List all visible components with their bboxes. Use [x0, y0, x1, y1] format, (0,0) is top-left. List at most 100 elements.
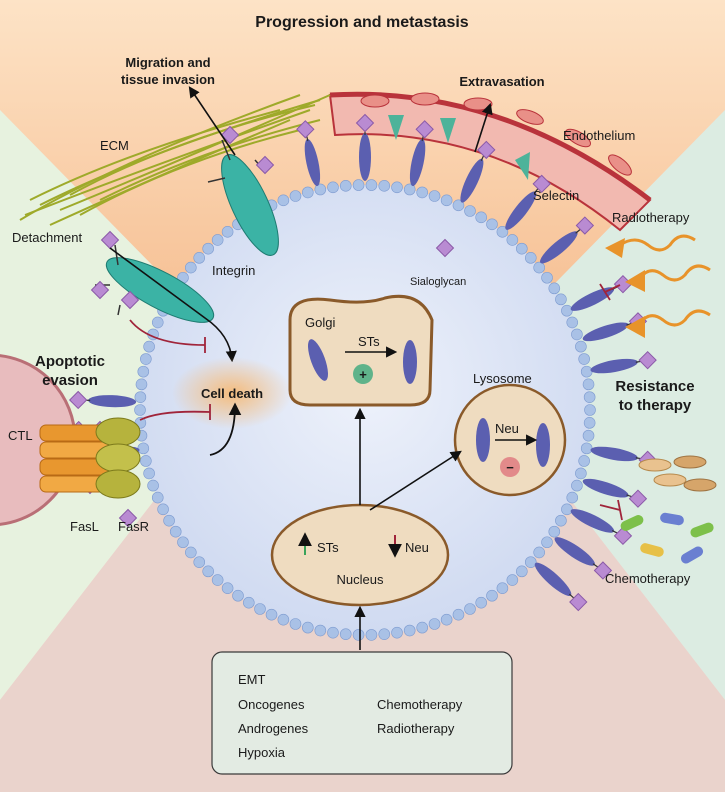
glycoprotein: [540, 231, 578, 264]
glycoprotein: [88, 395, 137, 408]
integrin-receptor: [207, 139, 279, 256]
sialic-acid-icon: [569, 592, 588, 612]
sialic-acid-icon: [100, 230, 120, 250]
membrane-bead: [464, 205, 476, 217]
membrane-bead: [555, 514, 567, 527]
selectin-shape: [440, 118, 456, 143]
membrane-bead: [277, 194, 290, 207]
sialic-acid-icon: [613, 526, 633, 546]
membrane-bead: [365, 629, 378, 641]
membrane-bead: [134, 391, 147, 403]
migration-label-2: tissue invasion: [121, 72, 215, 87]
lysosome-neu-label: Neu: [495, 421, 519, 436]
membrane-bead: [143, 467, 155, 480]
chemotherapy-pills: [620, 455, 717, 564]
membrane-bead: [289, 618, 302, 630]
sialic-acid-icon: [435, 238, 455, 258]
detachment-label: Detachment: [12, 230, 82, 245]
membrane-bead: [578, 455, 590, 467]
selectin-shape: [388, 115, 404, 140]
membrane-bead: [416, 621, 428, 634]
detachment-arrow: [109, 247, 237, 363]
membrane-bead: [548, 525, 561, 538]
pathway-arrows: [188, 86, 493, 650]
sialic-acid-icon: [120, 290, 140, 310]
fasl-label: FasL: [70, 519, 99, 534]
membrane-bead: [147, 479, 159, 492]
membrane-bead: [265, 608, 278, 621]
apoptotic-evasion-label-2: evasion: [42, 372, 98, 389]
membrane-bead: [584, 404, 596, 416]
stimulus-chemotherapy: Chemotherapy: [377, 697, 463, 712]
golgi-label: Golgi: [305, 315, 335, 330]
membrane-bead: [352, 179, 365, 191]
membrane-bead: [580, 442, 593, 455]
chemo-inhibit: [599, 499, 623, 521]
fas-inhibit: [139, 402, 242, 456]
membrane-bead: [440, 613, 453, 626]
sialic-acid-icon: [296, 120, 315, 139]
fas-receptor-complex: [39, 417, 141, 499]
nucleus-neu-label: Neu: [405, 540, 429, 555]
stimuli-box: [211, 651, 513, 775]
membrane-bead: [533, 546, 545, 559]
glycoprotein: [460, 158, 484, 203]
radiotherapy-waves: [605, 234, 711, 338]
membrane-bead: [277, 613, 290, 626]
sialic-acid-icon: [532, 174, 551, 194]
membrane-bead: [524, 252, 537, 264]
membrane-bead: [555, 293, 567, 306]
membrane-bead: [486, 218, 498, 231]
stimulus-oncogenes: Oncogenes: [238, 697, 305, 712]
membrane-bead: [516, 565, 528, 578]
glycoprotein: [505, 191, 537, 230]
sialic-acid-icon: [628, 489, 648, 508]
membrane-bead: [566, 491, 579, 504]
membrane-bead: [193, 252, 206, 264]
membrane-bead: [541, 271, 553, 284]
membrane-bead: [243, 596, 255, 609]
stimulus-hypoxia: Hypoxia: [238, 745, 286, 760]
endothelium: [328, 91, 652, 232]
membrane-bead: [151, 491, 164, 504]
membrane-bead: [580, 365, 593, 378]
membrane-bead: [202, 242, 214, 255]
cell-death-label: Cell death: [201, 386, 263, 401]
glycoprotein: [590, 446, 638, 462]
membrane-bead: [339, 180, 352, 192]
glycoprotein: [534, 562, 572, 596]
membrane-bead: [314, 183, 327, 196]
membrane-bead: [583, 391, 596, 403]
membrane-bead: [365, 179, 378, 191]
radiotherapy-label: Radiotherapy: [612, 210, 690, 225]
membrane-bead: [475, 596, 487, 609]
chemotherapy-label: Chemotherapy: [605, 571, 691, 586]
membrane-bead: [185, 546, 197, 559]
membrane-bead: [221, 582, 234, 594]
membrane-bead: [211, 234, 224, 246]
stimulus-radiotherapy: Radiotherapy: [377, 721, 455, 736]
membrane-bead: [575, 467, 587, 480]
membrane-bead: [548, 282, 561, 295]
membrane-bead: [541, 536, 553, 549]
membrane-bead: [137, 442, 150, 455]
membrane-bead: [221, 226, 234, 238]
membrane-bead: [403, 624, 416, 637]
glycoprotein: [582, 478, 629, 498]
lysosome: [453, 383, 567, 497]
fasr-label: FasR: [118, 519, 149, 534]
glycoprotein: [409, 139, 426, 187]
membrane-bead: [339, 628, 352, 640]
membrane-bead: [440, 194, 453, 207]
sialic-acid-icon: [415, 120, 434, 139]
selectin-shape: [515, 152, 530, 180]
glycoprotein: [570, 509, 615, 533]
membrane-bead: [475, 211, 487, 224]
membrane-bead: [486, 589, 498, 602]
glycoprotein: [590, 358, 638, 374]
inhibit-detachment: [129, 319, 206, 353]
membrane-bead: [134, 404, 146, 416]
radio-inhibit: [599, 283, 621, 301]
membrane-bead: [496, 582, 509, 594]
membrane-bead: [169, 525, 182, 538]
